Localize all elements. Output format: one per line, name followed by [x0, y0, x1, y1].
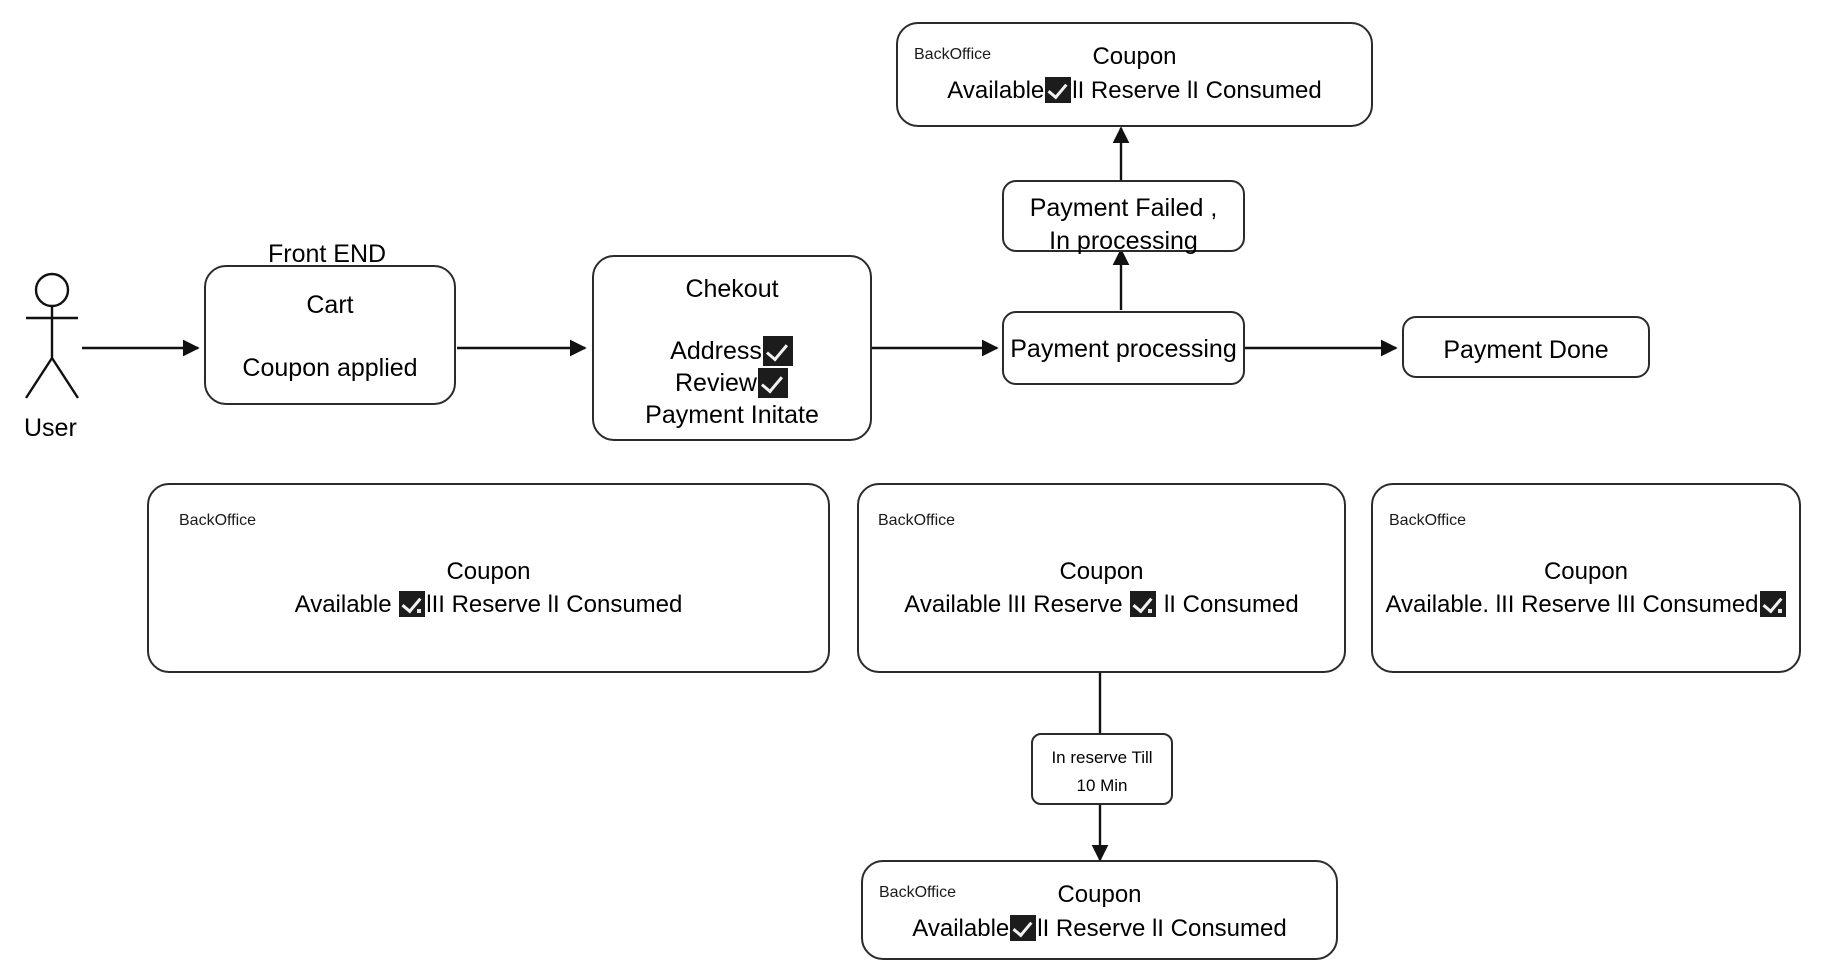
card-backoffice-row-right[interactable]: BackOffice Coupon Available. lII Reserve…: [1371, 483, 1801, 673]
backoffice-top-status-after: lI Reserve lI Consumed: [1072, 77, 1322, 104]
backoffice-middle-title: Coupon: [1059, 558, 1144, 585]
backoffice-right-status: Available. lII Reserve lII Consumed: [1373, 590, 1799, 621]
backoffice-left-status-after: lII Reserve lI Consumed: [426, 591, 683, 618]
backoffice-top-status-before: Available: [947, 77, 1045, 104]
actor-label: User: [24, 414, 77, 442]
node-checkout[interactable]: Chekout Address Review Payment Initate: [592, 255, 872, 441]
backoffice-right-title: Coupon: [1543, 558, 1629, 585]
backoffice-top-title: Coupon: [1092, 43, 1177, 70]
review-check-icon: [757, 368, 788, 398]
backoffice-middle-corner-label: BackOffice: [878, 512, 956, 529]
card-backoffice-bottom[interactable]: BackOffice Coupon Available lI Reserve lI…: [861, 860, 1338, 960]
backoffice-top-status: Available lI Reserve lI Consumed: [898, 76, 1371, 107]
backoffice-left-status: Available lII Reserve lI Consumed: [149, 590, 828, 621]
backoffice-top-corner-label: BackOffice: [914, 46, 992, 63]
front-end-group-label: Front END: [268, 240, 387, 268]
backoffice-left-status-before: Available: [294, 591, 392, 618]
backoffice-left-check-icon: [399, 591, 426, 617]
node-payment-processing[interactable]: Payment processing: [1002, 311, 1245, 385]
backoffice-bottom-check-icon: [1010, 915, 1037, 941]
node-cart-title: Cart: [306, 291, 354, 319]
backoffice-middle-status-after: lI Consumed: [1163, 591, 1299, 618]
card-backoffice-row-middle[interactable]: BackOffice Coupon Available lII Reserve …: [857, 483, 1346, 673]
reserve-timer-line2: 10 Min: [1076, 776, 1128, 795]
node-payment-done[interactable]: Payment Done: [1402, 316, 1650, 378]
backoffice-middle-status: Available lII Reserve lI Consumed: [859, 590, 1344, 621]
node-payment-processing-label: Payment processing: [1010, 335, 1237, 363]
node-payment-failed[interactable]: Payment Failed , In processing: [1002, 180, 1245, 255]
backoffice-bottom-status-before: Available: [912, 915, 1010, 942]
backoffice-bottom-status-after: lI Reserve lI Consumed: [1037, 915, 1287, 942]
backoffice-right-status-before: Available. lII Reserve lII Consumed: [1385, 591, 1759, 618]
payment-failed-text: Payment Failed , In processing: [1029, 194, 1218, 255]
backoffice-right-check-icon: [1759, 591, 1786, 617]
backoffice-left-title: Coupon: [446, 558, 531, 585]
backoffice-bottom-status: Available lI Reserve lI Consumed: [863, 914, 1336, 945]
card-backoffice-row-left[interactable]: BackOffice Coupon Available lII Reserve …: [147, 483, 830, 673]
checkout-address-label: Address: [670, 337, 762, 365]
node-reserve-timer[interactable]: In reserve Till 10 Min: [1031, 733, 1173, 805]
backoffice-bottom-title: Coupon: [1057, 881, 1142, 908]
backoffice-bottom-corner-label: BackOffice: [879, 884, 957, 901]
backoffice-top-check-icon: [1045, 77, 1072, 103]
card-backoffice-top[interactable]: BackOffice Coupon Available lI Reserve lI…: [896, 22, 1373, 127]
node-checkout-title: Chekout: [685, 275, 779, 303]
node-cart-subtitle: Coupon applied: [242, 354, 418, 382]
node-cart[interactable]: Cart Coupon applied: [204, 265, 456, 405]
reserve-timer-line1: In reserve Till: [1051, 748, 1153, 767]
backoffice-middle-status-before: Available lII Reserve: [904, 591, 1123, 618]
checkout-review-label: Review: [675, 369, 757, 397]
node-payment-failed-label: Payment Failed , In processing: [1004, 192, 1243, 257]
actor-stick-figure-icon: [24, 272, 80, 399]
address-check-icon: [762, 336, 793, 366]
backoffice-middle-check-icon: [1130, 591, 1157, 617]
backoffice-right-corner-label: BackOffice: [1389, 512, 1467, 529]
node-payment-done-label: Payment Done: [1443, 336, 1609, 364]
node-checkout-review-row: Review: [594, 367, 870, 399]
backoffice-left-corner-label: BackOffice: [179, 512, 257, 529]
node-checkout-address-row: Address: [594, 335, 870, 367]
node-checkout-payment-initiate: Payment Initate: [645, 401, 819, 429]
